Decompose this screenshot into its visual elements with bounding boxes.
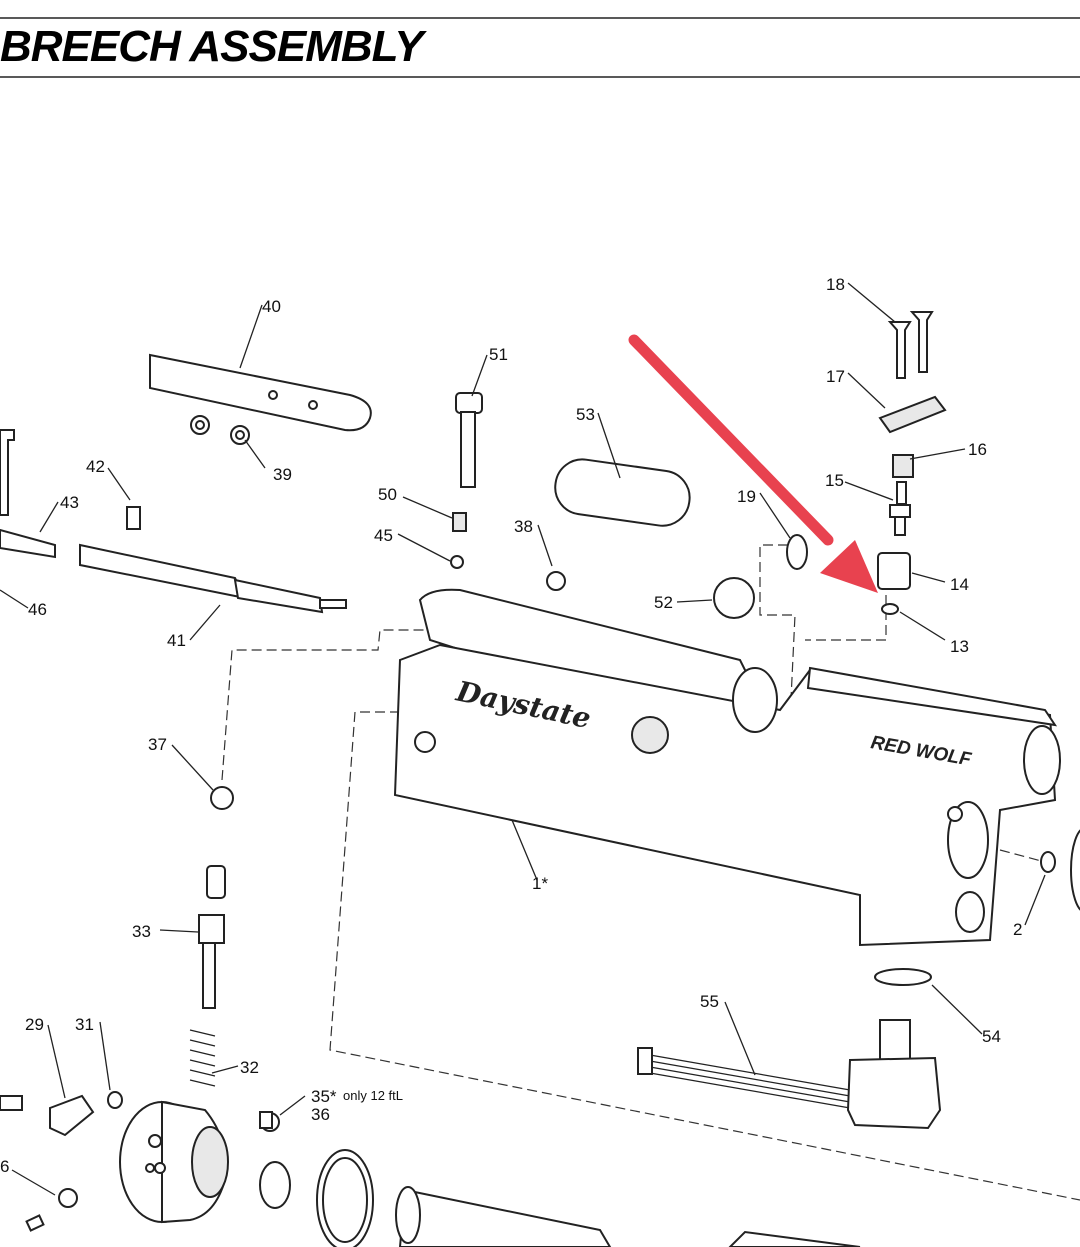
callout-31: 31 bbox=[75, 1015, 94, 1034]
arrow-head bbox=[820, 540, 878, 593]
part-31-pin bbox=[107, 1091, 123, 1109]
callout-42: 42 bbox=[86, 457, 105, 476]
part-base-block bbox=[846, 1019, 942, 1130]
callout-43: 43 bbox=[60, 493, 79, 512]
callout-51: 51 bbox=[489, 345, 508, 364]
part-55-cable bbox=[637, 1047, 851, 1109]
callout-6: 6 bbox=[0, 1157, 9, 1176]
callout-38: 38 bbox=[514, 517, 533, 536]
part-29-block bbox=[49, 1094, 95, 1137]
assembly-line-13 bbox=[805, 595, 887, 641]
part-50-spring bbox=[452, 512, 467, 532]
annotation-arrow bbox=[628, 334, 878, 593]
part-13-oring bbox=[881, 603, 899, 615]
callout-19: 19 bbox=[737, 487, 756, 506]
callout-37: 37 bbox=[148, 735, 167, 754]
callout-35-note: only 12 ftL bbox=[343, 1088, 403, 1103]
part-16-spring bbox=[892, 454, 914, 478]
assembly-line-main bbox=[329, 711, 1080, 1201]
callout-13: 13 bbox=[950, 637, 969, 656]
callout-1: 1* bbox=[532, 874, 548, 893]
callout-50: 50 bbox=[378, 485, 397, 504]
callout-41: 41 bbox=[167, 631, 186, 650]
callout-14: 14 bbox=[950, 575, 969, 594]
part-33-pin bbox=[198, 865, 226, 1009]
part-38-screw bbox=[546, 571, 566, 591]
callout-35: 35* bbox=[311, 1087, 337, 1106]
callout-54: 54 bbox=[982, 1027, 1001, 1046]
callout-39: 39 bbox=[273, 465, 292, 484]
part-1-breech-body bbox=[393, 588, 1061, 947]
part-19-washer bbox=[786, 534, 808, 570]
callout-18: 18 bbox=[826, 275, 845, 294]
assembly-line-19 bbox=[759, 544, 796, 721]
part-15-valve bbox=[889, 481, 911, 536]
part-6b-pin bbox=[25, 1214, 45, 1232]
part-54-oring bbox=[874, 968, 932, 986]
part-6-screw bbox=[58, 1188, 78, 1208]
part-17-clamp bbox=[878, 395, 947, 434]
part-52-disc bbox=[713, 577, 755, 619]
part-43-lever bbox=[0, 528, 56, 559]
part-spacer bbox=[259, 1161, 291, 1209]
assembly-line-37 bbox=[221, 629, 430, 781]
assembly-line-2 bbox=[999, 849, 1046, 863]
leader-lines bbox=[0, 282, 1046, 1196]
part-45-ball bbox=[450, 555, 464, 569]
callout-2: 2 bbox=[1013, 920, 1022, 939]
callout-45: 45 bbox=[374, 526, 393, 545]
part-51-screw bbox=[455, 392, 483, 488]
callout-33: 33 bbox=[132, 922, 151, 941]
callout-53: 53 bbox=[576, 405, 595, 424]
part-14-cylinder bbox=[877, 552, 911, 590]
part-bottom-tube bbox=[728, 1230, 861, 1247]
part-41-bolt bbox=[79, 543, 347, 614]
callout-32: 32 bbox=[240, 1058, 259, 1077]
part-42-pin bbox=[126, 506, 141, 530]
part-main-cylinder bbox=[119, 1100, 229, 1224]
arrow-shaft bbox=[628, 334, 834, 546]
part-37-ball bbox=[210, 786, 234, 810]
callout-40: 40 bbox=[262, 297, 281, 316]
part-18-screws bbox=[887, 311, 934, 379]
part-2-washer bbox=[1040, 851, 1056, 873]
part-39-screws bbox=[190, 415, 250, 445]
callout-16: 16 bbox=[968, 440, 987, 459]
part-piston-tube bbox=[398, 1188, 612, 1247]
part-40-bar bbox=[149, 353, 372, 432]
callout-52: 52 bbox=[654, 593, 673, 612]
part-35-36-screw bbox=[259, 1111, 280, 1132]
callout-46: 46 bbox=[28, 600, 47, 619]
part-32-spring bbox=[189, 1029, 216, 1087]
callout-55: 55 bbox=[700, 992, 719, 1011]
page-title: BREECH ASSEMBLY bbox=[0, 22, 424, 71]
callout-36: 36 bbox=[311, 1105, 330, 1124]
part-left-rod bbox=[0, 429, 15, 516]
callout-15: 15 bbox=[825, 471, 844, 490]
callout-17: 17 bbox=[826, 367, 845, 386]
part-53-label-plate bbox=[554, 458, 691, 527]
part-left-pin bbox=[0, 1095, 23, 1111]
callout-29: 29 bbox=[25, 1015, 44, 1034]
part-right-edge bbox=[1070, 829, 1080, 911]
